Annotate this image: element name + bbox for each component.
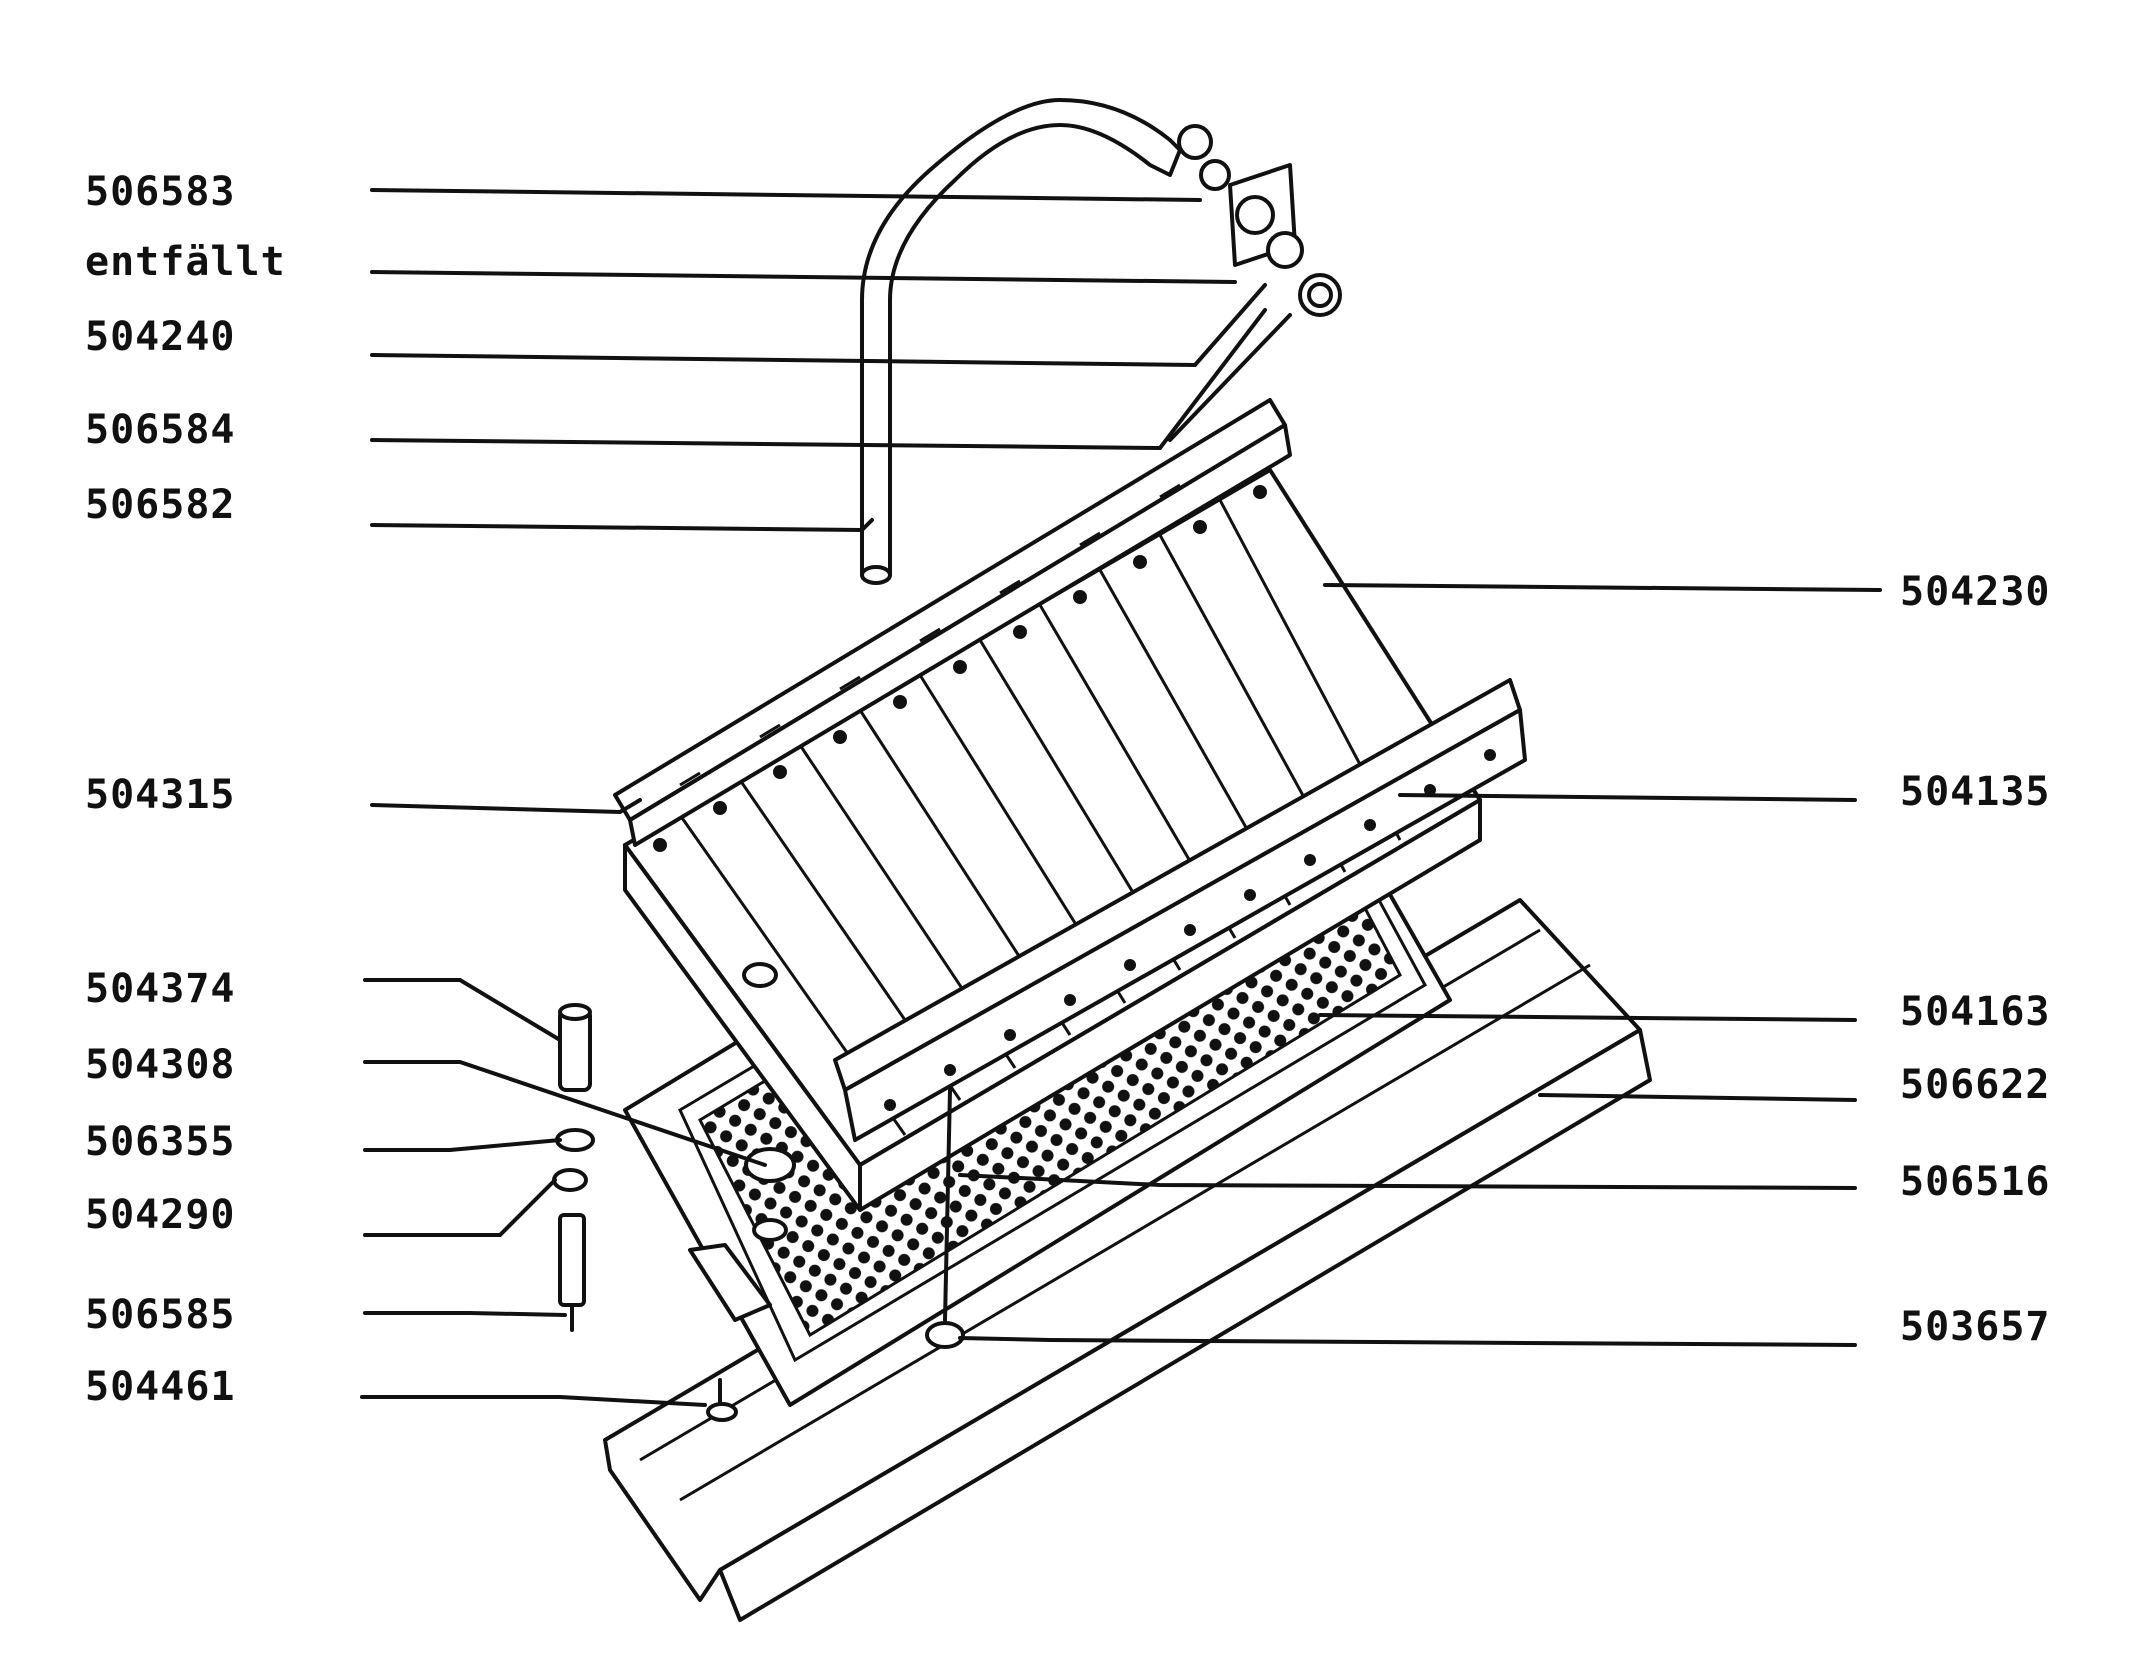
back-rail [613, 398, 1292, 847]
label-504374: 504374 [85, 966, 236, 1012]
label-504461: 504461 [85, 1364, 236, 1410]
label-504135: 504135 [1900, 769, 2051, 815]
label-504315: 504315 [85, 772, 236, 818]
label-506582: 506582 [85, 482, 236, 528]
label-entfallt: entfällt [85, 239, 286, 285]
nozzle-fitting [1177, 124, 1342, 317]
label-503657: 503657 [1900, 1304, 2051, 1350]
label-506516: 506516 [1900, 1159, 2051, 1205]
label-506622: 506622 [1900, 1062, 2051, 1108]
front-rail [833, 678, 1527, 1142]
label-506355: 506355 [85, 1119, 236, 1165]
label-504163: 504163 [1900, 989, 2051, 1035]
label-506583: 506583 [85, 169, 236, 215]
small-parts [552, 1003, 965, 1422]
leader-lines [360, 188, 1882, 1407]
label-506584: 506584 [85, 407, 236, 453]
label-504230: 504230 [1900, 569, 2051, 615]
label-506585: 506585 [85, 1292, 236, 1338]
label-504240: 504240 [85, 314, 236, 360]
label-504308: 504308 [85, 1042, 236, 1088]
part-labels: 506583 entfällt 504240 506584 506582 504… [85, 169, 2051, 1410]
label-504290: 504290 [85, 1192, 236, 1238]
